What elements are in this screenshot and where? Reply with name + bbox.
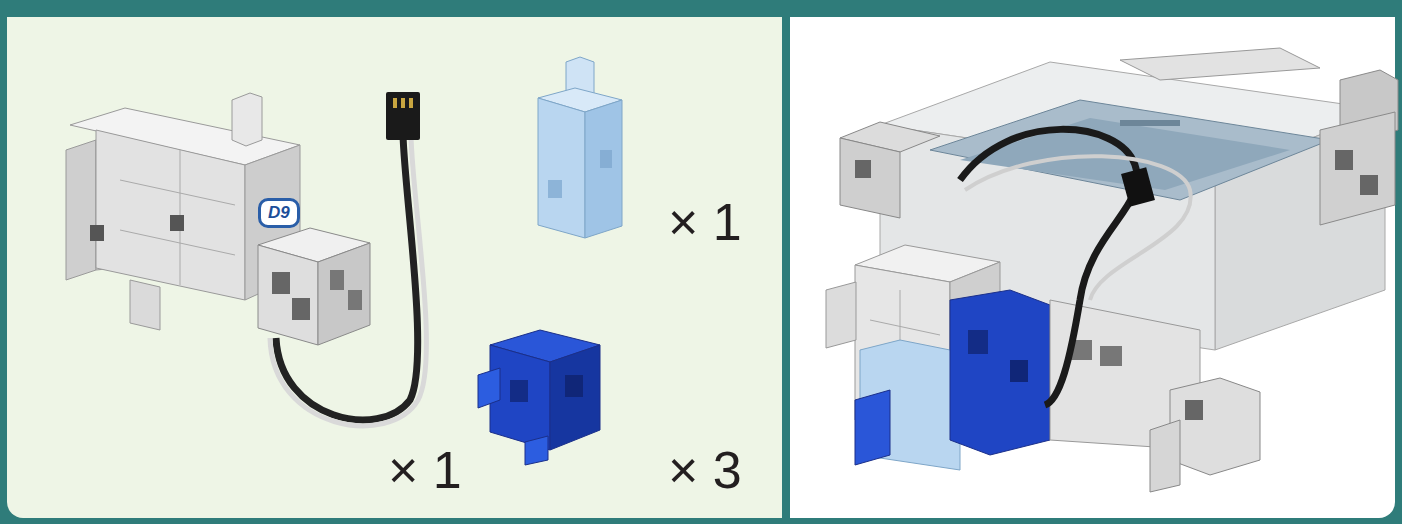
quantity-label: × 1 — [388, 444, 462, 496]
quantity-label: × 3 — [668, 444, 742, 496]
quantity-label: × 1 — [668, 196, 742, 248]
port-label: D9 — [258, 198, 300, 228]
